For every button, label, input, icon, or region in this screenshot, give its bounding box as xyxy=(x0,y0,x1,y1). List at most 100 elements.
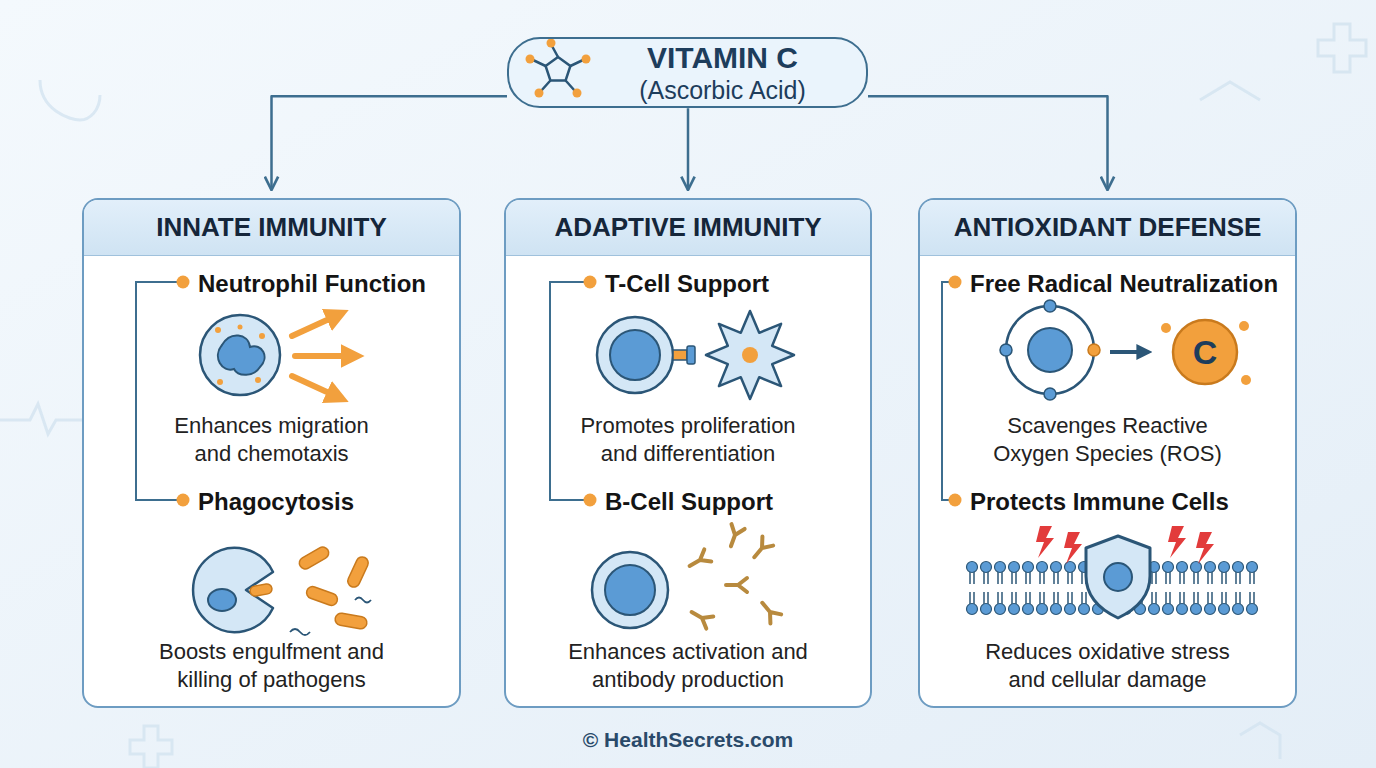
background-decoration xyxy=(0,24,1366,768)
neutrophil-icon xyxy=(238,325,243,330)
element-symbol: C xyxy=(1193,333,1218,372)
background-decoration xyxy=(40,80,100,120)
root-box-fill xyxy=(507,37,868,108)
neutrophil-icon xyxy=(200,315,280,395)
panel-fill xyxy=(504,198,872,708)
membrane-shield-icon xyxy=(1036,526,1054,558)
free-radical-icon xyxy=(1173,320,1237,384)
free-radical-icon xyxy=(1044,300,1056,312)
free-radical-icon xyxy=(1044,388,1056,400)
neutrophil-icon xyxy=(292,314,340,336)
connector-arrow xyxy=(272,96,508,190)
bullet-dot xyxy=(177,276,962,507)
bullet-dot xyxy=(177,276,190,289)
neutrophil-icon xyxy=(255,377,261,383)
subtitle-text: (Ascorbic Acid) xyxy=(639,76,806,105)
item-bracket xyxy=(136,282,955,500)
connector-arrow xyxy=(687,108,690,190)
item-title: Protects Immune Cells xyxy=(970,488,1229,516)
membrane-shield-icon xyxy=(1086,536,1150,618)
item-title: T-Cell Support xyxy=(605,270,769,298)
b-cell-icon xyxy=(757,598,781,623)
bullet-dot xyxy=(949,494,962,507)
panel-heading: INNATE IMMUNITY xyxy=(156,212,387,242)
phagocyte-icon xyxy=(297,545,331,571)
t-cell-icon xyxy=(673,350,687,360)
t-cell-icon xyxy=(597,317,673,393)
neutrophil-icon xyxy=(295,353,355,359)
phagocyte-icon xyxy=(208,589,236,611)
free-radical-icon xyxy=(1000,344,1012,356)
free-radical-icon xyxy=(1000,300,1251,400)
t-cell-icon xyxy=(610,330,660,380)
phagocyte-icon xyxy=(305,585,339,607)
panel-fill xyxy=(82,198,1297,708)
title-text: VITAMIN C xyxy=(647,41,798,76)
item-title: Free Radical Neutralization xyxy=(970,270,1278,298)
free-radical-icon xyxy=(1110,350,1146,354)
free-radical-icon xyxy=(1241,375,1251,385)
b-cell-icon xyxy=(605,565,655,615)
panel-heading: ANTIOXIDANT DEFENSE xyxy=(954,212,1262,242)
free-radical-icon xyxy=(1239,321,1249,331)
molecule-icon xyxy=(582,55,591,64)
phagocyte-icon xyxy=(249,583,272,597)
b-cell-icon xyxy=(686,524,781,628)
free-radical-icon xyxy=(1161,323,1171,333)
neutrophil-icon xyxy=(217,379,223,385)
neutrophil-icon xyxy=(292,376,340,398)
membrane-shield-icon xyxy=(965,526,1259,618)
membrane-shield-icon xyxy=(1168,526,1186,558)
background-decoration xyxy=(130,726,172,768)
b-cell-icon xyxy=(749,537,773,562)
t-cell-icon xyxy=(597,311,794,399)
t-cell-icon xyxy=(706,311,794,399)
molecule-icon xyxy=(547,39,556,48)
bullet-dot xyxy=(177,494,190,507)
b-cell-icon xyxy=(688,606,713,629)
membrane-shield-icon xyxy=(1104,563,1132,591)
item-bracket xyxy=(550,282,590,500)
b-cell-icon xyxy=(724,524,744,549)
membrane-shield-icon xyxy=(1196,532,1214,564)
bullet-dot xyxy=(584,276,597,289)
neutrophil-icon xyxy=(292,314,355,398)
panel-heading: ADAPTIVE IMMUNITY xyxy=(554,212,821,242)
root-box: VITAMIN C(Ascorbic Acid) xyxy=(507,37,868,108)
neutrophil-icon xyxy=(215,327,221,333)
neutrophil-icon xyxy=(259,333,265,339)
item-title: Neutrophil Function xyxy=(198,270,426,298)
molecule-icon xyxy=(526,39,591,98)
item-description: Reduces oxidative stress and cellular da… xyxy=(968,638,1248,694)
bullet-dot xyxy=(584,494,597,507)
molecule-icon xyxy=(533,46,583,91)
b-cell-icon xyxy=(592,524,781,628)
neutrophil-icon xyxy=(218,335,265,374)
item-description: Scavenges Reactive Oxygen Species (ROS) xyxy=(988,412,1228,468)
item-description: Enhances migration and chemotaxis xyxy=(157,412,387,468)
panel-fill xyxy=(82,198,461,708)
bullet-dot xyxy=(949,276,962,289)
connector-arrow xyxy=(868,96,1108,190)
b-cell-icon xyxy=(686,549,711,572)
item-description: Enhances activation and antibody product… xyxy=(553,638,823,694)
item-title: Phagocytosis xyxy=(198,488,354,516)
connector-group xyxy=(272,96,1108,190)
membrane-shield-icon xyxy=(1064,532,1082,564)
free-radical-icon xyxy=(1088,344,1100,356)
phagocyte-icon xyxy=(346,555,370,589)
item-title: B-Cell Support xyxy=(605,488,773,516)
molecule-icon xyxy=(526,55,535,64)
background-decoration xyxy=(1318,24,1366,72)
item-description: Promotes proliferation and differentiati… xyxy=(563,412,813,468)
panel-fill xyxy=(918,198,1297,708)
neutrophil-icon xyxy=(200,314,355,398)
molecule-icon xyxy=(573,89,582,98)
membrane-shield-icon xyxy=(1036,526,1214,564)
b-cell-icon xyxy=(726,578,747,592)
category-panel: ADAPTIVE IMMUNITY T-Cell SupportPromotes … xyxy=(504,198,872,708)
phagocyte-icon xyxy=(249,545,370,630)
t-cell-icon xyxy=(687,346,695,364)
